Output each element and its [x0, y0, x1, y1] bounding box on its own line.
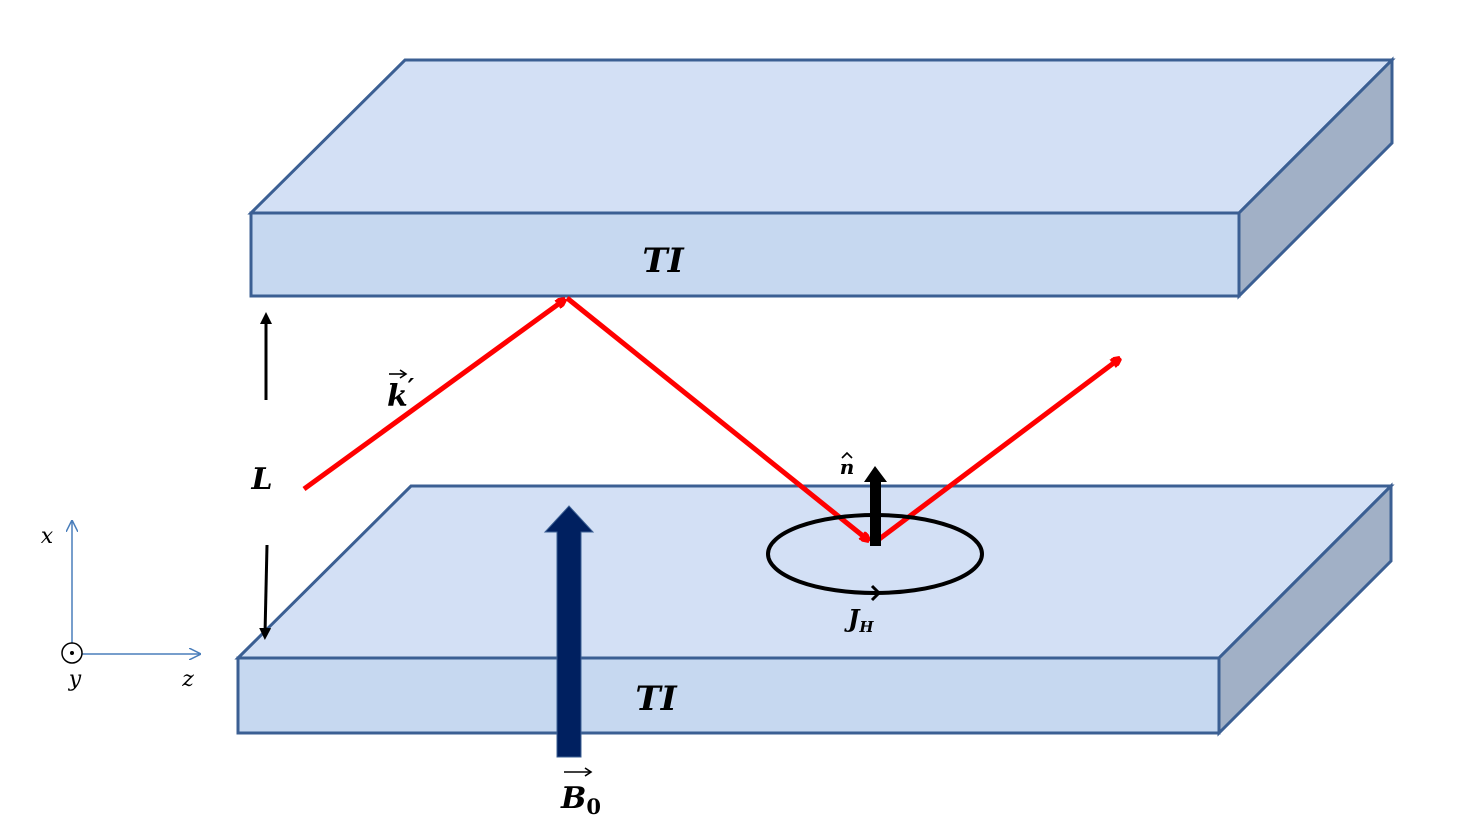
top-slab-upper-face — [247, 58, 1396, 215]
magnetic-field-arrow-shape — [543, 505, 595, 758]
z-axis-label: z — [181, 667, 194, 692]
gap-arrow-down — [259, 544, 272, 640]
y-axis-label: y — [68, 667, 82, 692]
magnetic-field-arrow: B0 — [543, 505, 601, 819]
gap-label: L — [250, 462, 272, 497]
gap-dimension: L — [250, 312, 273, 640]
magnetic-field-label: B0 — [560, 781, 601, 819]
current-label: JH — [844, 604, 874, 636]
coordinate-axes: x y z — [41, 521, 200, 692]
top-ti-slab: TI — [247, 56, 1396, 300]
normal-label-hat — [841, 451, 853, 459]
wave-vector-label-group: k′ — [387, 369, 415, 414]
wave-vector-label: k′ — [387, 373, 415, 414]
normal-label: n — [840, 455, 855, 479]
bottom-slab-label: TI — [635, 679, 677, 719]
ray-path — [302, 296, 1119, 542]
bottom-slab-front-face — [236, 656, 1221, 735]
x-axis-label: x — [41, 524, 54, 549]
bottom-ti-slab: TI — [234, 482, 1395, 737]
normal-vector-arrow — [864, 466, 887, 546]
reflected-ray — [565, 296, 868, 540]
current-direction-arrow — [870, 584, 882, 602]
y-axis-dot — [70, 651, 74, 655]
top-slab-front-face — [249, 211, 1241, 298]
incident-ray — [302, 300, 564, 492]
outgoing-ray — [876, 359, 1119, 542]
bottom-slab-upper-face — [234, 484, 1395, 660]
top-slab-label: TI — [642, 241, 684, 281]
hall-current-loop: JH n — [766, 451, 984, 636]
